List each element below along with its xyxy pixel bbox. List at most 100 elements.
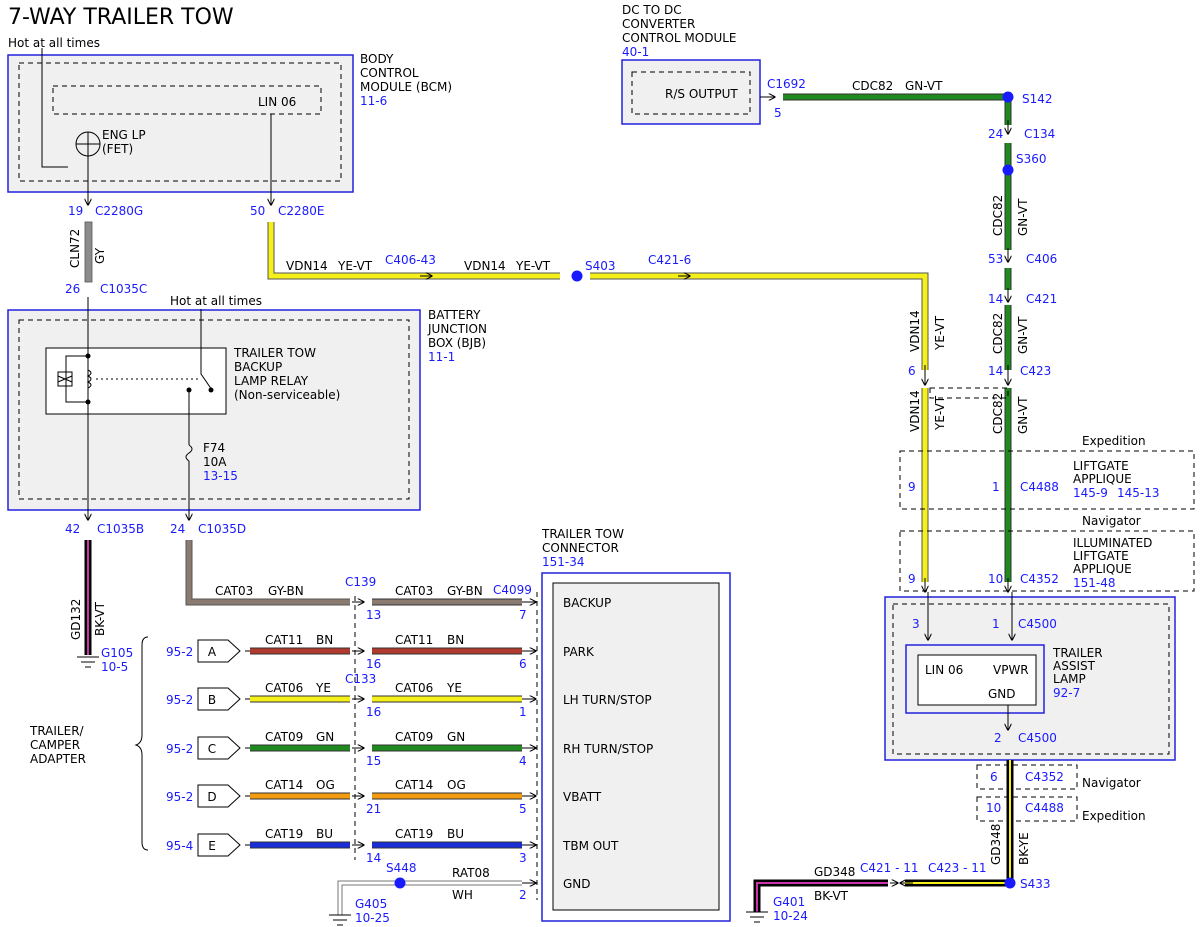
pin-left: 16 (366, 705, 381, 719)
svg-text:1: 1 (992, 617, 1000, 631)
cln72-wire (84, 221, 93, 283)
svg-text:CDC82: CDC82 (852, 79, 893, 93)
c423-11-label: C423 - 11 (928, 861, 987, 875)
svg-text:LIFTGATE: LIFTGATE (1073, 459, 1129, 473)
svg-text:6: 6 (908, 364, 916, 378)
expedition-label: Expedition (1082, 434, 1146, 448)
connector-function: TBM OUT (562, 839, 619, 853)
circuit-code-right: CAT19 (395, 827, 433, 841)
svg-text:GN-VT: GN-VT (905, 79, 943, 93)
g105-label: G105 (101, 646, 133, 660)
liftgate-applique-box (899, 450, 1195, 510)
cat03-feed-wire (185, 540, 350, 606)
gnd-func-label: GND (563, 877, 591, 891)
pin-right: 3 (519, 851, 527, 865)
svg-text:151-48: 151-48 (1073, 576, 1116, 590)
svg-text:TRAILER TOW: TRAILER TOW (541, 527, 624, 541)
c1035d-label: C1035D (198, 522, 246, 536)
svg-text:BK-VT: BK-VT (814, 889, 849, 903)
svg-text:3: 3 (912, 617, 920, 631)
svg-text:CDC82: CDC82 (991, 393, 1005, 434)
bjb-label: BATTERY JUNCTION BOX (BJB) 11-1 (427, 308, 487, 364)
svg-text:LAMP RELAY: LAMP RELAY (234, 374, 309, 388)
svg-text:VDN14: VDN14 (464, 259, 506, 273)
c406-43-label: C406-43 (385, 253, 436, 267)
svg-text:GY: GY (93, 247, 107, 264)
c4500b-label: C4500 (1018, 731, 1057, 745)
svg-text:CDC82: CDC82 (991, 195, 1005, 236)
c421-label: C421 (1026, 292, 1057, 306)
circuit-color-left: YE (315, 681, 331, 695)
c421-6-label: C421-6 (648, 253, 691, 267)
svg-text:YE-VT: YE-VT (933, 315, 947, 351)
c2280e-label: C2280E (278, 204, 325, 218)
svg-text:VDN14: VDN14 (908, 390, 922, 432)
svg-text:GN-VT: GN-VT (1016, 198, 1030, 236)
svg-text:GN-VT: GN-VT (1016, 316, 1030, 354)
adapter-ref: 95-4 (166, 839, 193, 853)
bcm-hot-feed (41, 48, 68, 168)
s448-splice (394, 877, 406, 889)
svg-text:42: 42 (65, 522, 80, 536)
circuit-code-right: CAT06 (395, 681, 433, 695)
adapter-pin-letter: E (208, 839, 216, 853)
cdc82-wire (783, 93, 1012, 582)
pin-left: 21 (366, 802, 381, 816)
c4488b-label: C4488 (1025, 801, 1064, 815)
c133-label: C133 (345, 672, 376, 686)
pin-right: 5 (519, 802, 527, 816)
g405-label: G405 (355, 897, 387, 911)
svg-text:APPLIQUE: APPLIQUE (1073, 472, 1132, 486)
svg-text:LIN 06: LIN 06 (925, 663, 963, 677)
circuit-code-right: CAT03 (395, 584, 433, 598)
adapter-plug-icon (197, 833, 241, 857)
s433-splice (1004, 877, 1016, 889)
svg-text:24: 24 (170, 522, 185, 536)
rs-output-label: R/S OUTPUT (665, 87, 738, 101)
svg-text:GN-VT: GN-VT (1016, 396, 1030, 434)
ill-liftgate-applique-box (899, 530, 1195, 592)
g401-ground-icon (746, 911, 768, 923)
adapter-plug-icon (197, 687, 241, 711)
svg-text:10A: 10A (203, 455, 227, 469)
s142-label: S142 (1022, 92, 1053, 106)
gd348-wire (905, 760, 1014, 887)
vdn14-top-wire (267, 222, 929, 370)
svg-text:10-24: 10-24 (773, 909, 808, 923)
diagram-title: 7-WAY TRAILER TOW (8, 5, 234, 30)
svg-text:VDN14: VDN14 (908, 310, 922, 352)
svg-text:CONVERTER: CONVERTER (622, 17, 695, 31)
svg-text:TRAILER: TRAILER (1052, 646, 1103, 660)
c4488-label: C4488 (1020, 480, 1059, 494)
circuit-color-left: BN (316, 633, 333, 647)
svg-text:F74: F74 (203, 441, 225, 455)
s360-label: S360 (1016, 152, 1047, 166)
adapter-pin-letter: B (208, 693, 216, 707)
circuit-color-right: OG (447, 778, 466, 792)
bcm-box (7, 54, 354, 193)
g405-ground-icon (329, 914, 351, 926)
s433-label: S433 (1020, 877, 1051, 891)
c423-label: C423 (1020, 364, 1051, 378)
connector-function: BACKUP (563, 596, 611, 610)
svg-text:11-6: 11-6 (360, 94, 387, 108)
svg-text:14: 14 (988, 292, 1003, 306)
pin-left: 16 (366, 657, 381, 671)
svg-text:40-1: 40-1 (622, 45, 649, 59)
svg-text:1: 1 (992, 480, 1000, 494)
svg-text:10-25: 10-25 (355, 911, 390, 925)
adapter-label: TRAILER/ CAMPER ADAPTER (29, 724, 86, 766)
svg-text:5: 5 (774, 106, 782, 120)
svg-text:2: 2 (994, 731, 1002, 745)
svg-text:TRAILER/: TRAILER/ (29, 724, 85, 738)
svg-text:26: 26 (65, 282, 80, 296)
circuit-code-right: CAT11 (395, 633, 433, 647)
svg-text:CONTROL MODULE: CONTROL MODULE (622, 31, 737, 45)
svg-text:GD348: GD348 (989, 824, 1003, 865)
svg-text:ILLUMINATED: ILLUMINATED (1073, 536, 1152, 550)
pin-left: 15 (366, 754, 381, 768)
connector-function: PARK (563, 645, 595, 659)
